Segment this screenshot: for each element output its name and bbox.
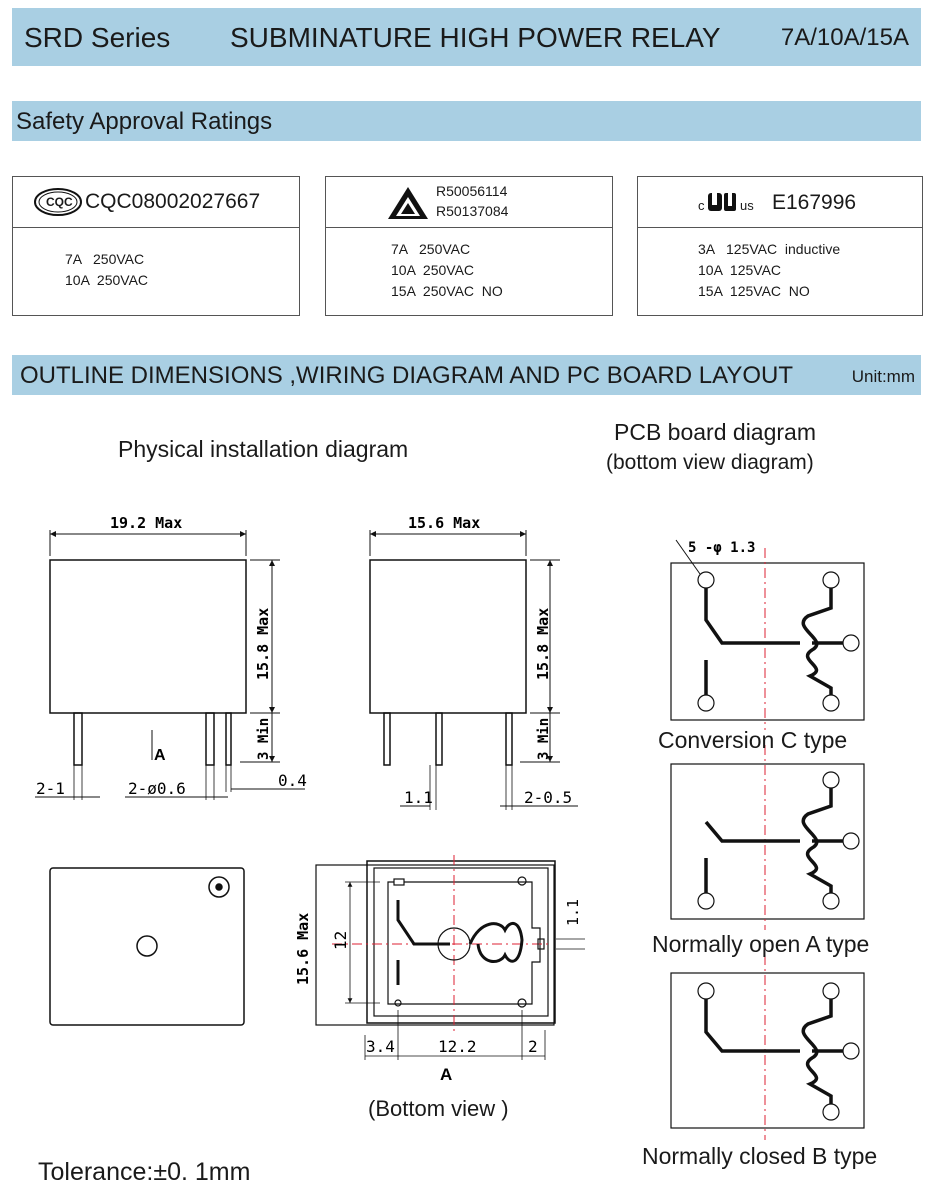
ul-suffix: us [740, 198, 754, 213]
dim-19-2-max: 19.2 Max [110, 514, 182, 532]
type-normally-closed-b: Normally closed B type [642, 1143, 878, 1169]
hole-spec: 5 -φ 1.3 [688, 540, 755, 556]
tuv-rating-3: 15A 250VAC NO [391, 283, 503, 299]
cqc-rating-2: 10A 250VAC [65, 272, 149, 288]
pcb-diagram-title: PCB board diagram [614, 419, 816, 445]
dim-15-8-max-side: 15.8 Max [534, 608, 552, 680]
pcb-normally-closed-b [670, 955, 865, 1140]
dim-12-2: 12.2 [438, 1037, 477, 1056]
cqc-approval-box: CQC CQC08002027667 7A 250VAC 10A 250VAC [12, 176, 300, 316]
dim-1-1-bottom: 1.1 [564, 899, 582, 926]
ul-logo-icon [708, 193, 736, 211]
dim-2-bottom: 2 [528, 1037, 538, 1056]
tuv-code-1: R50056114 [436, 183, 508, 199]
ul-rating-2: 10A 125VAC [698, 262, 782, 278]
dim-12-vertical: 12 [331, 931, 350, 950]
pcb-diagram-subtitle: (bottom view diagram) [606, 451, 814, 474]
physical-diagram-title: Physical installation diagram [118, 436, 409, 462]
cqc-logo-icon [34, 188, 82, 216]
ul-approval-box: c us E167996 3A 125VAC inductive 10A 125… [637, 176, 923, 316]
side-view [369, 530, 578, 810]
dim-15-6-max-bottom: 15.6 Max [294, 913, 312, 985]
dim-0-4: 0.4 [278, 771, 307, 790]
ul-rating-3: 15A 125VAC NO [698, 283, 810, 299]
dim-2-0-6: 2-ø0.6 [128, 779, 186, 798]
pcb-normally-open-a [670, 745, 865, 930]
title-bar: SRD Series SUBMINATURE HIGH POWER RELAY … [12, 8, 921, 66]
tuv-approval-box: R50056114 R50137084 7A 250VAC 10A 250VAC… [325, 176, 613, 316]
label-a-bottom: A [440, 1065, 452, 1084]
label-a-front: A [154, 747, 166, 764]
current-ratings: 7A/10A/15A [780, 24, 909, 51]
dim-1-1-side: 1.1 [404, 788, 433, 807]
product-name: SUBMINATURE HIGH POWER RELAY [230, 22, 721, 53]
cqc-rating-1: 7A 250VAC [65, 251, 145, 267]
dim-3-4: 3.4 [366, 1037, 395, 1056]
dim-2-0-5: 2-0.5 [524, 788, 572, 807]
ul-header: c us E167996 [638, 177, 922, 228]
top-view [49, 867, 245, 1026]
type-conversion-c: Conversion C type [658, 727, 848, 753]
dim-3-min-front: 3 Min [256, 718, 272, 760]
tuv-code-2: R50137084 [436, 203, 509, 219]
bottom-view [315, 855, 585, 1060]
cqc-code: CQC08002027667 [85, 190, 261, 213]
outline-section-title: OUTLINE DIMENSIONS ,WIRING DIAGRAM AND P… [20, 362, 793, 389]
tuv-rating-2: 10A 250VAC [391, 262, 475, 278]
cqc-header: CQC CQC08002027667 [13, 177, 299, 228]
series-name: SRD Series [24, 22, 171, 53]
pcb-conversion-c [670, 539, 865, 730]
ul-code: E167996 [772, 191, 857, 214]
ul-rating-1: 3A 125VAC inductive [698, 241, 841, 257]
dim-2-1: 2-1 [36, 779, 65, 798]
outline-section-bar: OUTLINE DIMENSIONS ,WIRING DIAGRAM AND P… [12, 355, 921, 395]
safety-section-title: Safety Approval Ratings [16, 108, 273, 135]
dim-3-min-side: 3 Min [536, 718, 552, 760]
tuv-header: R50056114 R50137084 [326, 177, 612, 228]
cqc-logo-text: CQC [46, 195, 73, 209]
bottom-view-label: (Bottom view ) [368, 1096, 509, 1121]
unit-label: Unit:mm [851, 367, 915, 386]
front-view [35, 530, 305, 800]
tolerance-label: Tolerance:±0. 1mm [38, 1158, 251, 1186]
tuv-triangle-icon [388, 187, 428, 219]
safety-section-bar: Safety Approval Ratings [12, 101, 921, 141]
ul-prefix: c [698, 198, 705, 213]
dim-15-8-max-front: 15.8 Max [254, 608, 272, 680]
dim-15-6-max-top: 15.6 Max [408, 514, 480, 532]
type-normally-open-a: Normally open A type [652, 931, 870, 957]
tuv-rating-1: 7A 250VAC [391, 241, 471, 257]
